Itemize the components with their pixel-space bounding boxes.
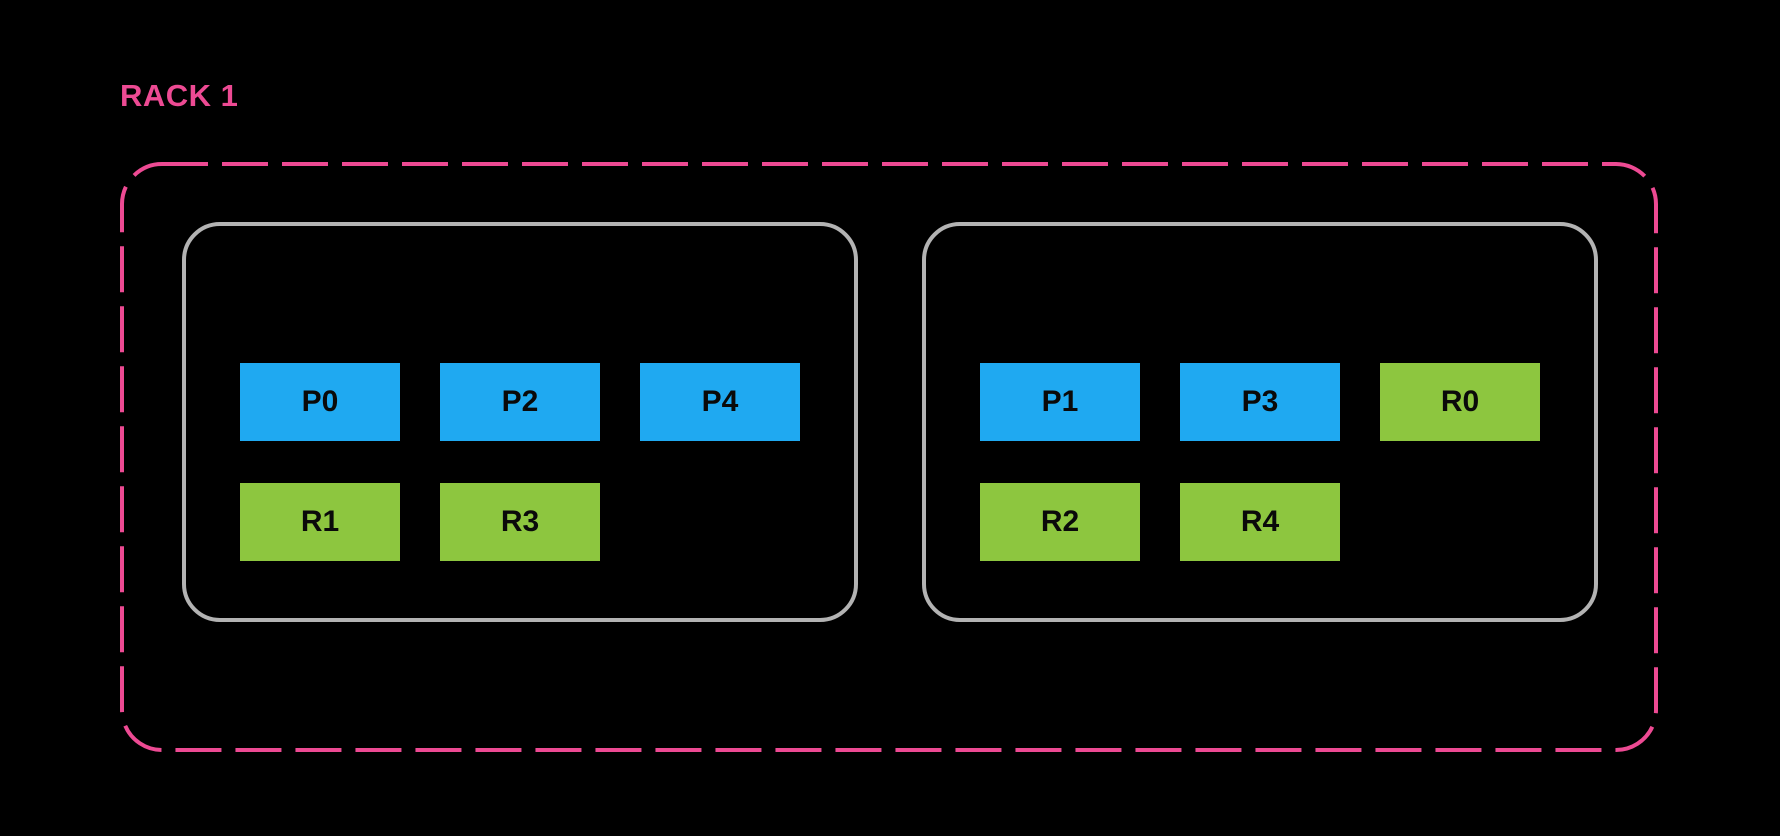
chip-p1: P1	[980, 363, 1140, 441]
host-node-1: P1 P3 R0 R2 R4	[922, 222, 1598, 622]
host-node-0: P0 P2 P4 R1 R3	[182, 222, 858, 622]
chip-p2: P2	[440, 363, 600, 441]
chip-p4: P4	[640, 363, 800, 441]
rack-dashed-border	[120, 162, 1658, 752]
chip-p3: P3	[1180, 363, 1340, 441]
chip-row: R2 R4	[980, 483, 1594, 561]
chip-row: P1 P3 R0	[980, 363, 1594, 441]
chip-row: P0 P2 P4	[240, 363, 854, 441]
chip-r3: R3	[440, 483, 600, 561]
chip-r0: R0	[1380, 363, 1540, 441]
chip-r2: R2	[980, 483, 1140, 561]
chip-r4: R4	[1180, 483, 1340, 561]
chip-row: R1 R3	[240, 483, 854, 561]
chip-p0: P0	[240, 363, 400, 441]
rack-title: RACK 1	[120, 78, 239, 113]
chip-r1: R1	[240, 483, 400, 561]
